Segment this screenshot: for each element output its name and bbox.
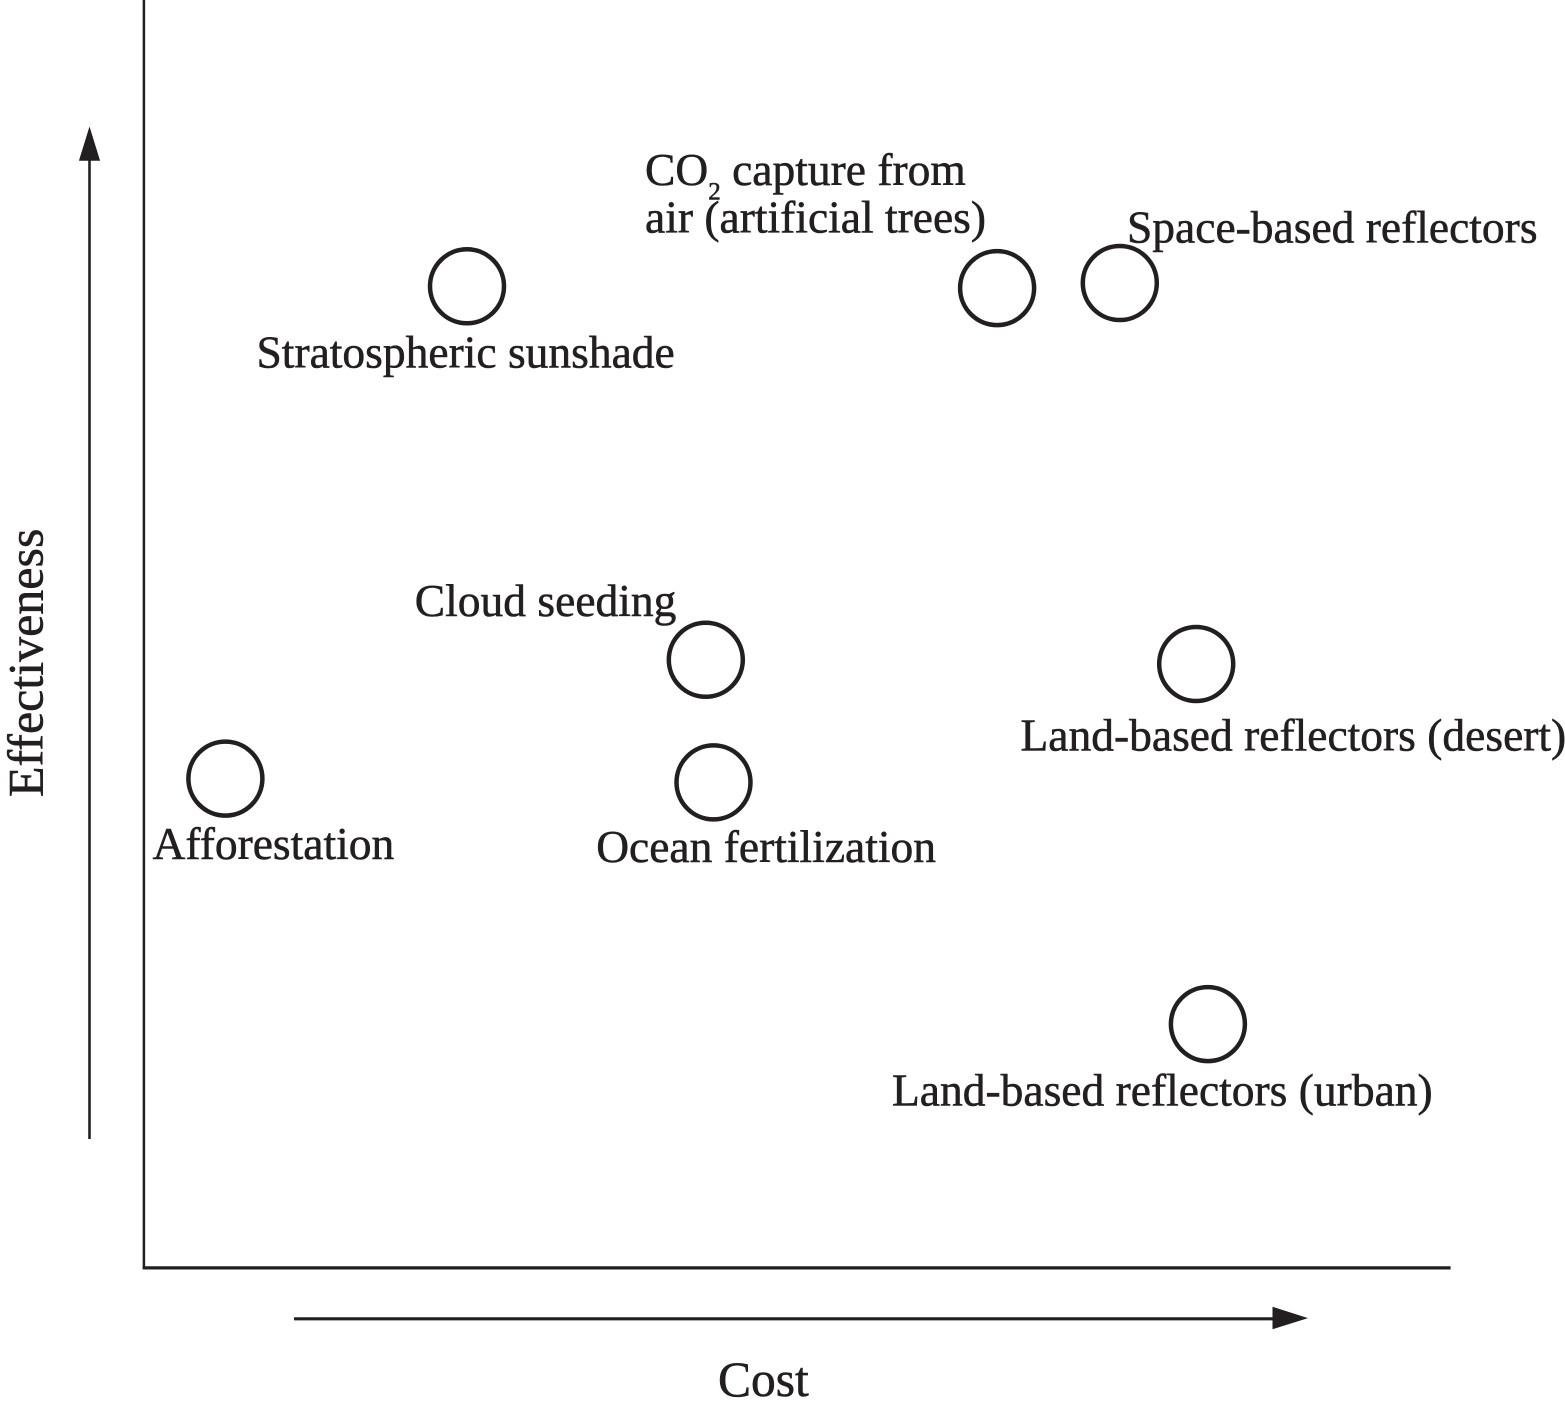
svg-text:Stratospheric sunshade: Stratospheric sunshade (257, 326, 675, 377)
svg-text:Space-based reflectors: Space-based reflectors (1127, 202, 1538, 253)
svg-text:Afforestation: Afforestation (153, 818, 395, 869)
svg-text:Ocean fertilization: Ocean fertilization (596, 821, 936, 872)
svg-text:Land-based reflectors (urban): Land-based reflectors (urban) (892, 1065, 1433, 1116)
svg-text:Effectiveness: Effectiveness (0, 529, 54, 797)
svg-text:Land-based reflectors (desert): Land-based reflectors (desert) (1021, 710, 1565, 761)
svg-text:air (artificial trees): air (artificial trees) (645, 191, 986, 242)
svg-text:Cloud seeding: Cloud seeding (415, 575, 677, 626)
svg-text:Cost: Cost (718, 1352, 809, 1407)
